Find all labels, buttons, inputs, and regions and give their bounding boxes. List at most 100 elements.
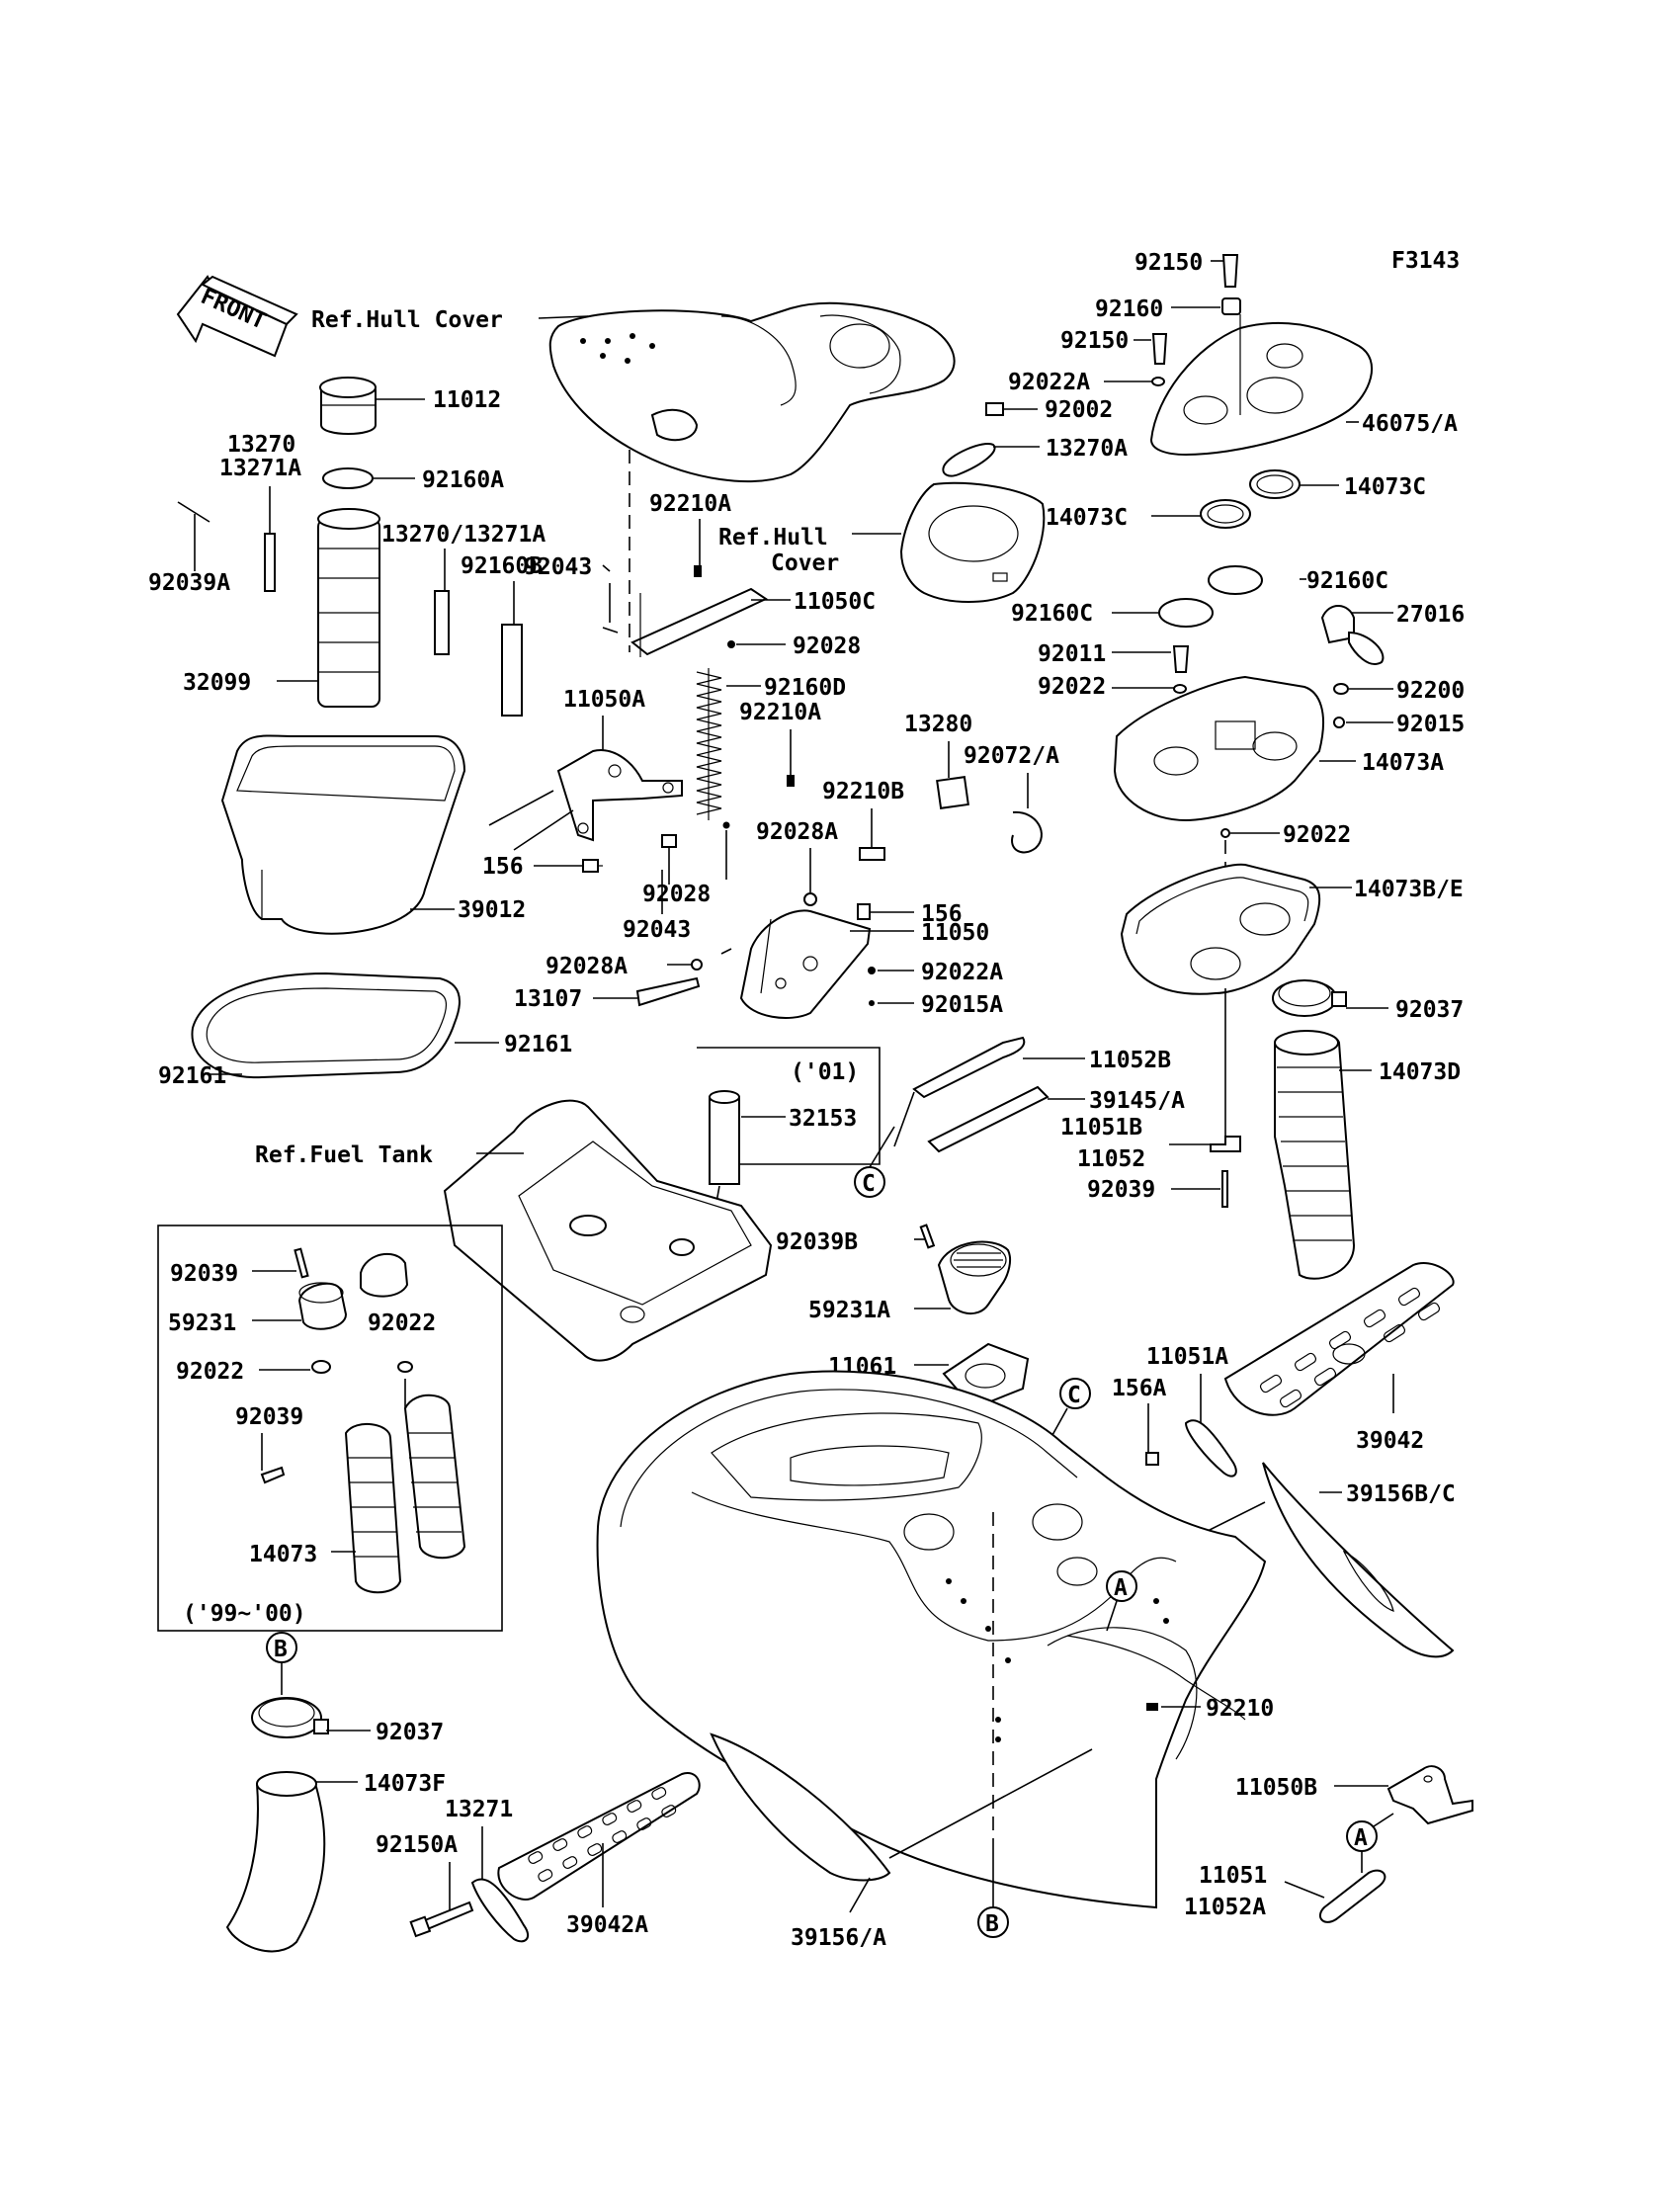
part-label: 13270/13271A [381,522,546,548]
duct-14073 [344,1394,466,1594]
footpad-39042 [1223,1262,1455,1416]
hull-cover-insert [899,481,1046,603]
part-label: 11050B [1235,1775,1317,1801]
strap-13271 [470,1878,530,1943]
part-label: 13270A [1046,436,1128,462]
ring-92160C-b [1158,598,1214,628]
part-label: 92072/A [964,743,1059,769]
strap-13270 [264,533,276,592]
callout-label: A [1114,1575,1128,1601]
part-label: 92028A [546,954,628,979]
part-label: 92210B [822,779,904,804]
callout-label: B [274,1637,288,1662]
strap-13270A [942,443,996,477]
callout-label: B [985,1911,999,1937]
part-label: 92161 [504,1032,572,1057]
ref-hull-cover-2a: Ref.Hull [718,525,828,550]
part-label: 92161 [158,1063,226,1089]
figure-code: F3143 [1391,248,1460,274]
part-label: 92160 [1095,296,1163,322]
ref-hull-cover-label: Ref.Hull Cover [311,307,503,333]
knob-27016 [1320,605,1385,665]
part-label: 11051A [1146,1344,1228,1370]
part-label: 92150A [376,1832,458,1858]
gasket-92161 [191,972,461,1079]
clamp-92037b [251,1697,329,1738]
part-label: 92160C [1011,601,1093,627]
part-label: 92039 [170,1261,238,1287]
part-label: 39156/A [791,1925,886,1951]
part-label: 13270 [227,432,295,458]
vent-59231A [937,1240,1012,1314]
part-label: 11052B [1089,1048,1171,1073]
part-label: 39156B/C [1346,1481,1456,1507]
tray-46075A [1149,314,1374,457]
bracket-11050 [739,909,872,1019]
part-label: 92160B [461,553,543,579]
strap-13271A [434,590,450,655]
inset-99-00-frame [157,1225,503,1632]
part-label: 27016 [1396,602,1465,628]
fuel-tank [443,1099,773,1362]
part-label: 92043 [524,554,592,580]
part-label: 156 [921,901,963,927]
label-13280 [936,776,969,809]
inset-01-frame [736,1047,881,1165]
airbox-cover-14073A [1113,675,1324,822]
part-label: 11051B [1060,1115,1142,1141]
part-label: 92022A [921,960,1003,985]
callout-label: A [1354,1825,1368,1851]
part-label: 39042 [1356,1428,1424,1454]
part-label: 92210A [739,700,821,725]
part-label: 13271 [445,1797,513,1822]
part-label: 13271A [219,456,301,481]
bellows-32099 [317,508,380,708]
inset-01-label: ('01) [791,1059,859,1085]
part-label: 156A [1112,1376,1167,1401]
bracket-11050B [1386,1765,1473,1825]
part-label: 14073C [1344,474,1426,500]
footpad-39042A [497,1772,701,1901]
part-label: 92022 [1283,822,1351,848]
part-label: 92039 [235,1404,303,1430]
part-label: 92022 [368,1310,436,1336]
part-label: 14073A [1362,750,1444,776]
part-label: 156 [482,854,524,880]
part-label: 11050A [563,687,645,713]
part-label: 92150 [1060,328,1129,354]
part-label: 32099 [183,670,251,696]
part-label: 92039A [148,570,230,596]
spring-92160D [696,668,722,820]
hose-14073F [225,1771,326,1953]
storage-bin-39012 [220,734,466,935]
part-label: 11051 [1199,1863,1267,1889]
hull-liner-39156A [710,1732,891,1882]
part-label: 11052 [1077,1146,1145,1172]
part-label: 92022 [1038,674,1106,700]
part-label: 92015A [921,992,1003,1018]
cap-11012 [319,377,377,435]
part-label: 11050 [921,920,989,946]
part-label: 92037 [376,1720,444,1745]
part-label: 92039B [776,1229,858,1255]
part-label: 14073D [1379,1059,1461,1085]
front-arrow-icon: FRONT [176,275,298,358]
part-label: 11050C [794,589,876,615]
plate-11051 [1318,1869,1386,1923]
part-label: 92200 [1396,678,1465,704]
part-label: 13107 [514,986,582,1012]
bracket-11050A [556,749,683,842]
deck-hull [596,1370,1267,1909]
bolt-13107 [635,976,701,1007]
bracket-11052B [912,1036,1026,1099]
part-label: 92160D [764,675,846,701]
part-label: 92160A [422,467,504,493]
tube-32153 [709,1090,740,1185]
part-label: 46075/A [1362,411,1458,437]
bracket-11050C [630,587,769,657]
inset-99-00-label: ('99~'00) [183,1601,306,1627]
part-label: 14073B/E [1354,877,1464,902]
part-label: 11012 [433,387,501,413]
ring-92160A [322,467,374,489]
